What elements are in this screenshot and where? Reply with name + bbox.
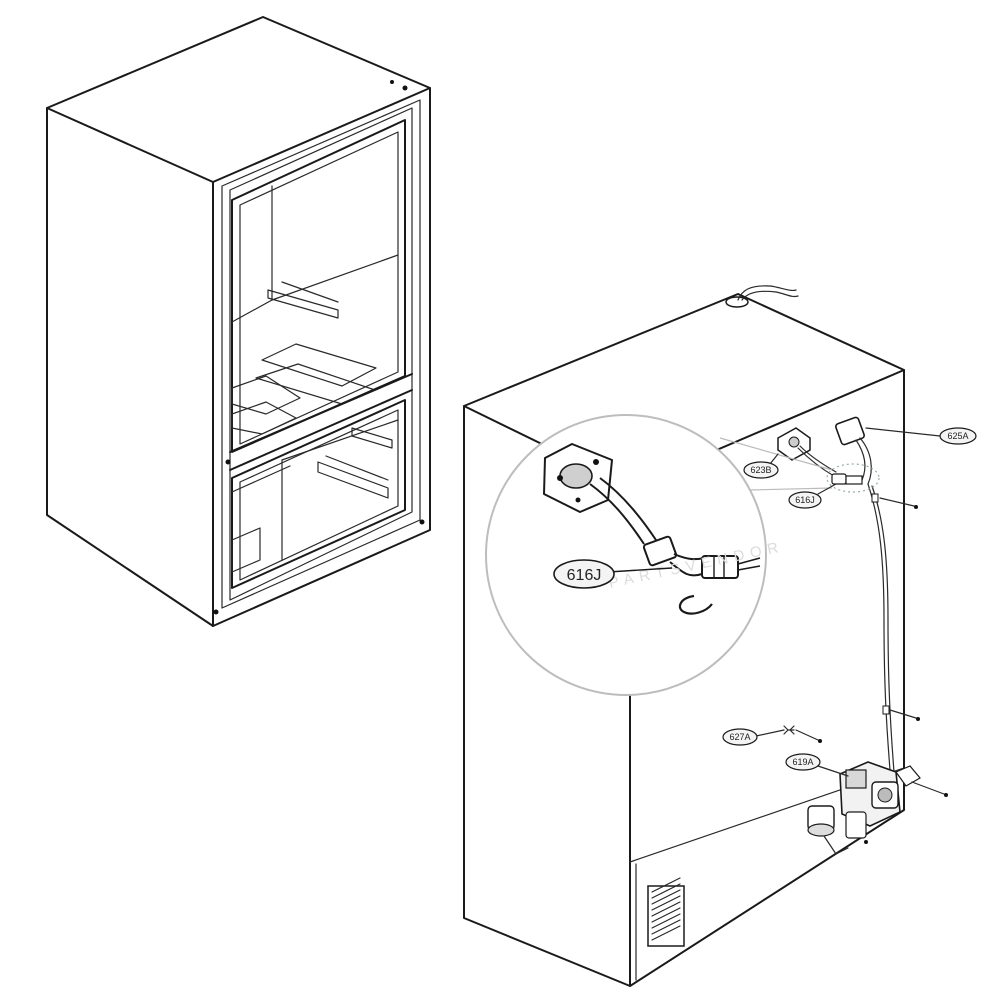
callout-616j: 616J (788, 483, 837, 509)
callout-623b: 623B (743, 453, 779, 479)
callout-625a-label: 625A (947, 431, 968, 441)
water-line-assembly (777, 416, 948, 855)
zoom-retaining-clip (678, 594, 713, 615)
callout-625a: 625A (865, 427, 977, 445)
part-619a-water-valve (807, 761, 948, 855)
callout-616j-label: 616J (795, 495, 815, 505)
power-cord-entry (725, 285, 799, 308)
callout-619a-label: 619A (792, 757, 813, 767)
zoom-detail: PARTSVENDOR 616J (485, 414, 833, 696)
vent-grille (647, 877, 685, 947)
part-625a-fitting (835, 416, 872, 485)
callout-627a-label: 627A (729, 732, 750, 742)
part-616j-joint (826, 463, 880, 493)
callout-619a: 619A (785, 753, 849, 777)
callout-627a: 627A (722, 728, 785, 746)
zoom-callout-label: 616J (567, 567, 602, 584)
callout-623b-label: 623B (750, 465, 771, 475)
zoom-616j-elbow (642, 535, 761, 579)
cabinet-front-view (46, 16, 431, 627)
zoom-flange-plate (543, 443, 613, 513)
zoom-callout-616j: 616J (553, 559, 673, 589)
part-623b-bracket (777, 427, 837, 477)
part-627a-clip (783, 725, 822, 743)
